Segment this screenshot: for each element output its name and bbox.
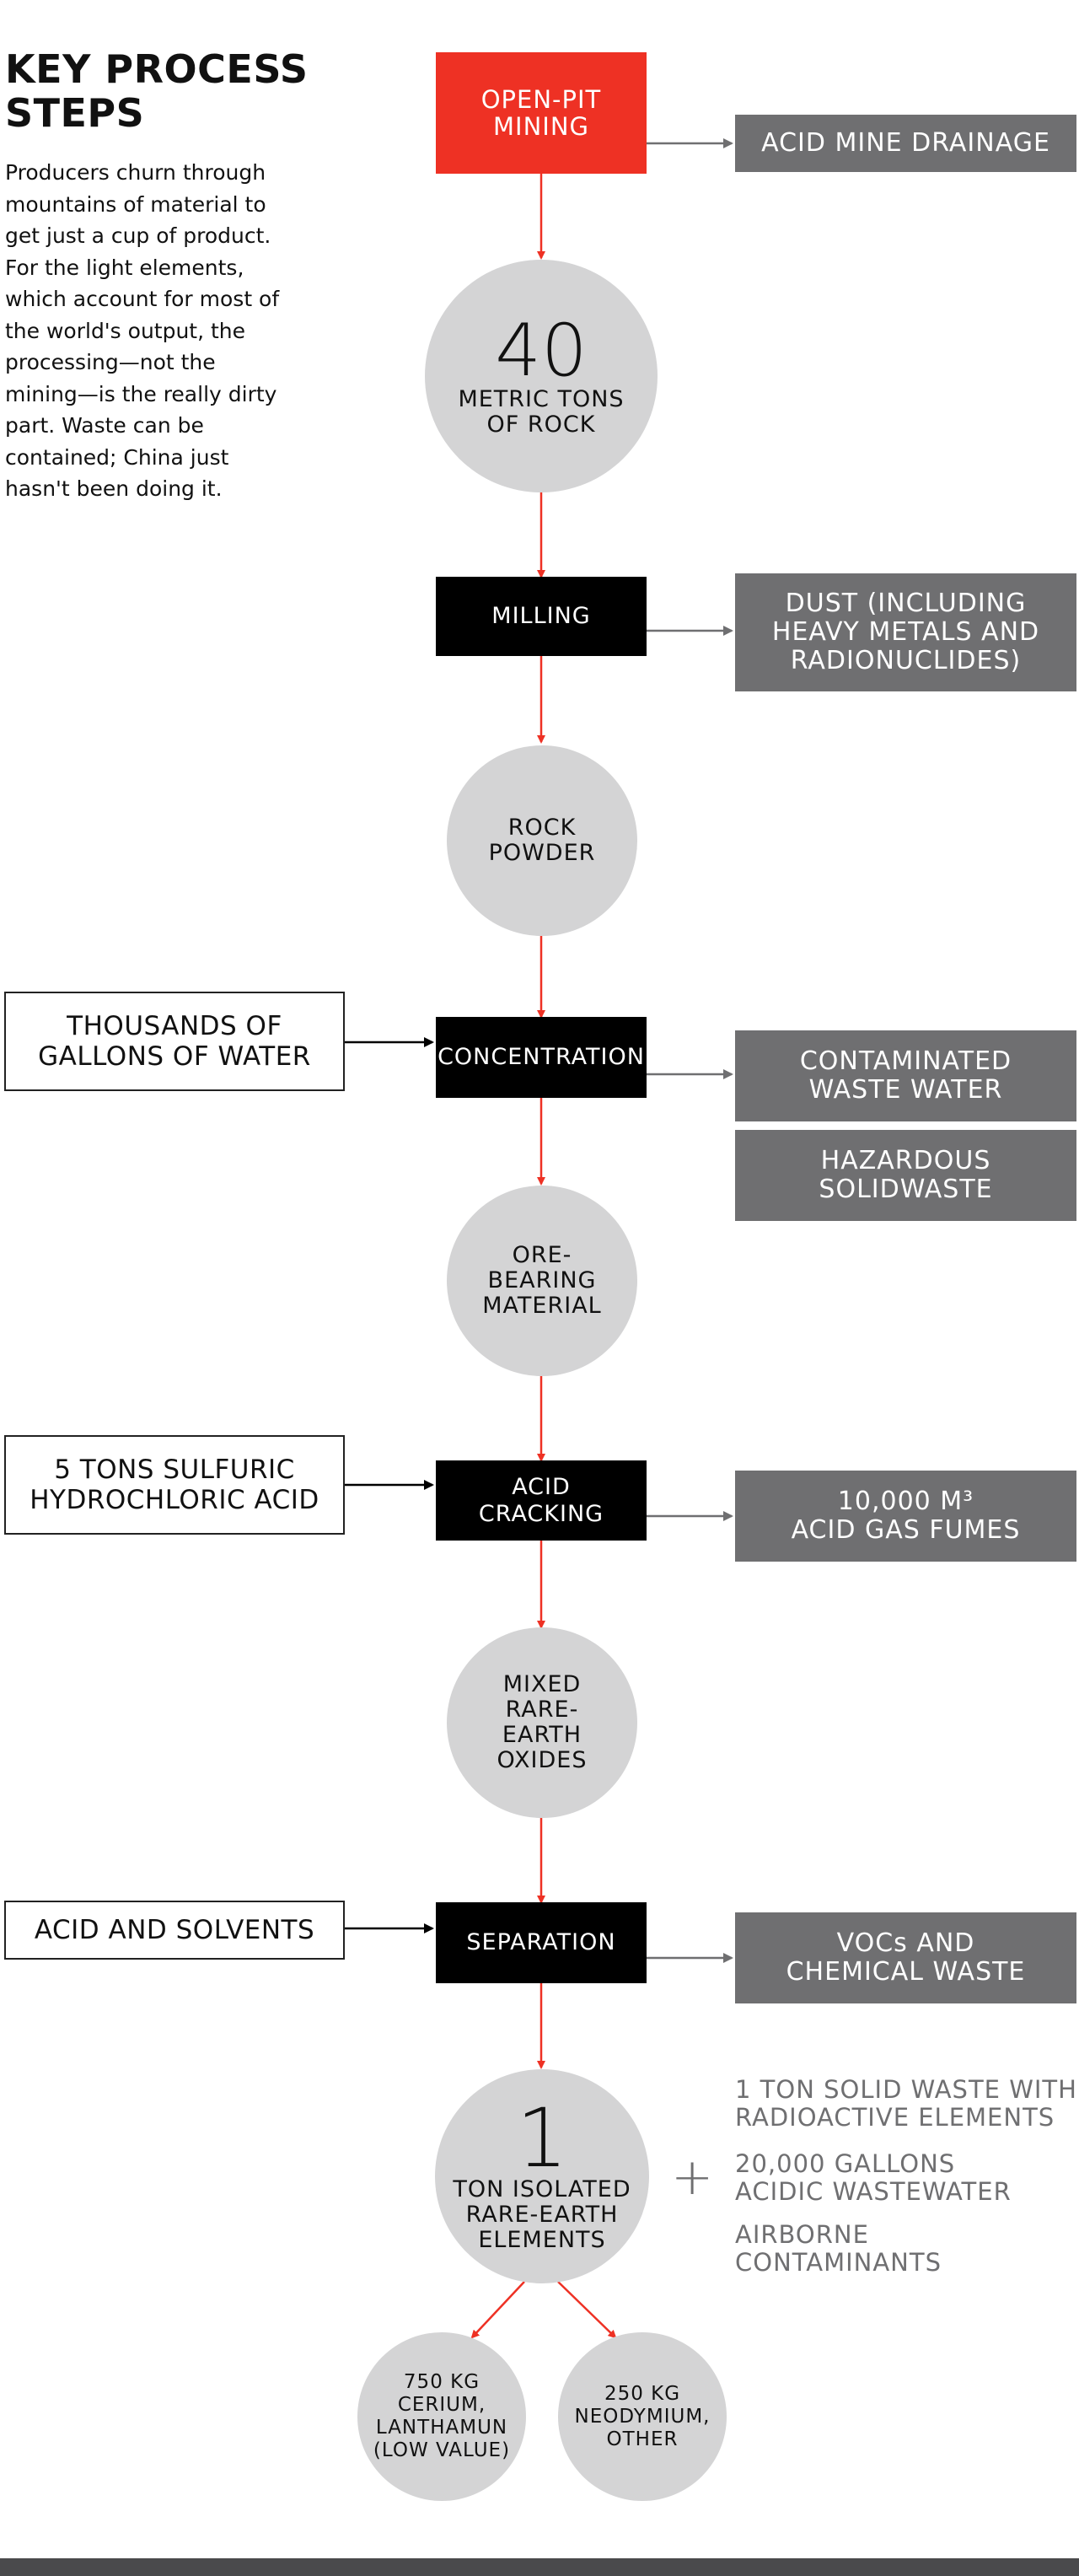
product-isolated-elements: 1 TON ISOLATED RARE-EARTH ELEMENTS	[435, 2069, 649, 2283]
rock-label: METRIC TONS OF ROCK	[458, 386, 625, 438]
flow-arrow	[557, 2281, 617, 2339]
isolated-tonnage: 1	[516, 2091, 568, 2186]
product-ore-material: ORE- BEARING MATERIAL	[447, 1186, 637, 1376]
waste-dust: DUST (INCLUDING HEAVY METALS AND RADIONU…	[735, 573, 1076, 691]
footer-bar	[0, 2558, 1079, 2576]
product-neodymium: 250 KG NEODYMIUM, OTHER	[558, 2332, 727, 2501]
product-rock-powder: ROCK POWDER	[447, 745, 637, 936]
waste-hazardous-solid: HAZARDOUS SOLIDWASTE	[735, 1130, 1076, 1221]
step-open-pit-mining: OPEN-PIT MINING	[436, 52, 647, 174]
byproduct-wastewater: 20,000 GALLONS ACIDIC WASTEWATER	[735, 2149, 1012, 2206]
input-acid: 5 TONS SULFURIC HYDROCHLORIC ACID	[4, 1435, 345, 1535]
waste-acid-mine-drainage: ACID MINE DRAINAGE	[735, 115, 1076, 172]
flow-arrow	[470, 2281, 525, 2339]
waste-contaminated-water: CONTAMINATED WASTE WATER	[735, 1030, 1076, 1121]
input-water: THOUSANDS OF GALLONS OF WATER	[4, 992, 345, 1091]
step-concentration: CONCENTRATION	[436, 1017, 647, 1098]
isolated-label: TON ISOLATED RARE-EARTH ELEMENTS	[453, 2176, 631, 2253]
waste-vocs: VOCs AND CHEMICAL WASTE	[735, 1912, 1076, 2003]
byproduct-solid-waste: 1 TON SOLID WASTE WITH RADIOACTIVE ELEME…	[735, 2075, 1077, 2132]
product-rock: 40 METRIC TONS OF ROCK	[425, 260, 658, 492]
step-acid-cracking: ACID CRACKING	[436, 1460, 647, 1541]
intro-text: Producers churn through mountains of mat…	[5, 160, 280, 501]
byproduct-airborne: AIRBORNE CONTAMINANTS	[735, 2220, 942, 2277]
step-milling: MILLING	[436, 577, 647, 656]
step-separation: SEPARATION	[436, 1902, 647, 1983]
product-cerium: 750 KG CERIUM, LANTHAMUN (LOW VALUE)	[357, 2332, 526, 2501]
page-title: KEY PROCESS STEPS	[5, 46, 309, 136]
product-mixed-oxides: MIXED RARE- EARTH OXIDES	[447, 1627, 637, 1818]
rock-tonnage: 40	[495, 309, 588, 393]
input-solvents: ACID AND SOLVENTS	[4, 1901, 345, 1960]
plus-sign: +	[671, 2148, 714, 2207]
waste-acid-gas-fumes: 10,000 M³ ACID GAS FUMES	[735, 1471, 1076, 1562]
